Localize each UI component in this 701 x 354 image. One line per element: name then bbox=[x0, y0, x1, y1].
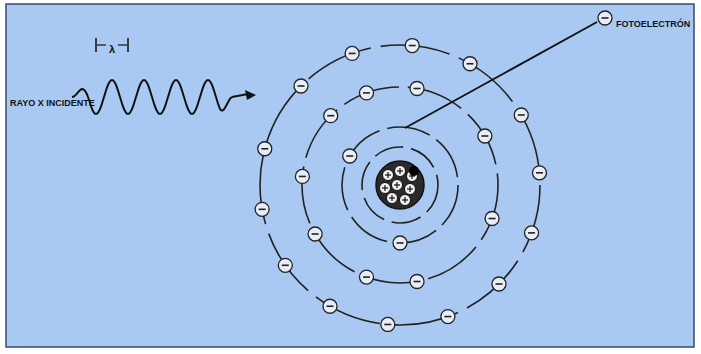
text-label: FOTOELECTRÓN bbox=[616, 19, 690, 29]
electron-minus bbox=[312, 233, 319, 235]
electron-minus bbox=[409, 45, 416, 47]
electron bbox=[514, 108, 528, 122]
xray-wave bbox=[72, 80, 232, 114]
electron bbox=[381, 317, 395, 331]
proton bbox=[387, 193, 398, 204]
electron bbox=[294, 79, 308, 93]
electron bbox=[255, 202, 269, 216]
electron bbox=[492, 277, 506, 291]
proton-plus bbox=[409, 186, 410, 192]
electron-minus bbox=[327, 115, 334, 117]
electron bbox=[405, 39, 419, 53]
panel-ground bbox=[6, 4, 694, 347]
wavelength-arrow bbox=[97, 44, 106, 45]
electron-minus bbox=[363, 276, 370, 278]
electron-minus bbox=[467, 63, 474, 65]
electron bbox=[393, 236, 407, 250]
nucleus bbox=[376, 161, 424, 209]
electron-minus bbox=[518, 114, 525, 116]
electron-minus bbox=[299, 176, 306, 178]
electron bbox=[441, 310, 455, 324]
electron bbox=[598, 11, 612, 25]
electron-shell bbox=[342, 127, 458, 243]
electron-minus bbox=[536, 172, 543, 174]
arrowhead bbox=[245, 90, 256, 100]
xray-wave bbox=[232, 94, 248, 97]
electron-minus bbox=[349, 53, 356, 55]
label-box: FOTOELECTRÓN bbox=[616, 13, 690, 31]
electron bbox=[532, 166, 546, 180]
electron bbox=[258, 142, 272, 156]
wavelength-bar bbox=[95, 38, 97, 52]
electron bbox=[463, 57, 477, 71]
electron bbox=[410, 81, 424, 95]
proton bbox=[405, 184, 416, 195]
proton bbox=[400, 195, 411, 206]
electron-minus bbox=[481, 135, 488, 137]
proton-plus bbox=[387, 172, 388, 178]
proton-plus bbox=[384, 185, 385, 191]
electron bbox=[323, 299, 337, 313]
photoelectron-track bbox=[405, 22, 597, 128]
electron-minus bbox=[363, 92, 370, 94]
electron bbox=[359, 270, 373, 284]
wavelength-bar bbox=[127, 38, 129, 52]
electron bbox=[410, 275, 424, 289]
label-box: λ bbox=[109, 39, 115, 57]
electron bbox=[485, 212, 499, 226]
electron-shell bbox=[362, 147, 438, 223]
electron bbox=[359, 86, 373, 100]
proton bbox=[395, 166, 406, 177]
proton bbox=[383, 170, 394, 181]
proton-plus bbox=[396, 182, 397, 188]
electron-minus bbox=[261, 148, 268, 150]
wavelength-arrow bbox=[118, 44, 127, 45]
proton-plus bbox=[391, 195, 392, 201]
electron-minus bbox=[346, 155, 353, 157]
electron bbox=[295, 169, 309, 183]
proton bbox=[392, 180, 403, 191]
electron bbox=[525, 226, 539, 240]
text-label: RAYO X INCIDENTE bbox=[10, 98, 95, 108]
electron-minus bbox=[414, 281, 421, 283]
electron bbox=[278, 258, 292, 272]
electron-minus bbox=[397, 242, 404, 244]
proton-plus bbox=[399, 168, 400, 174]
electron-minus bbox=[602, 17, 609, 19]
electron bbox=[308, 227, 322, 241]
electron-shell bbox=[302, 87, 498, 283]
neutron bbox=[409, 166, 419, 176]
electron-minus bbox=[282, 265, 289, 267]
electron bbox=[324, 109, 338, 123]
electron-minus bbox=[414, 88, 421, 90]
proton bbox=[380, 183, 391, 194]
electron-minus bbox=[489, 218, 496, 220]
electron-shell bbox=[260, 45, 540, 325]
electron-minus bbox=[259, 209, 266, 211]
proton-plus bbox=[404, 197, 405, 203]
label-box: RAYO X INCIDENTE bbox=[10, 92, 95, 110]
electron-minus bbox=[495, 283, 502, 285]
electron-minus bbox=[298, 85, 305, 87]
electron bbox=[343, 149, 357, 163]
text-label: λ bbox=[109, 43, 115, 55]
electron bbox=[478, 129, 492, 143]
electron bbox=[345, 46, 359, 60]
electron-minus bbox=[327, 305, 334, 307]
electron-minus bbox=[444, 316, 451, 318]
electron-minus bbox=[384, 324, 391, 326]
electron-minus bbox=[528, 232, 535, 234]
